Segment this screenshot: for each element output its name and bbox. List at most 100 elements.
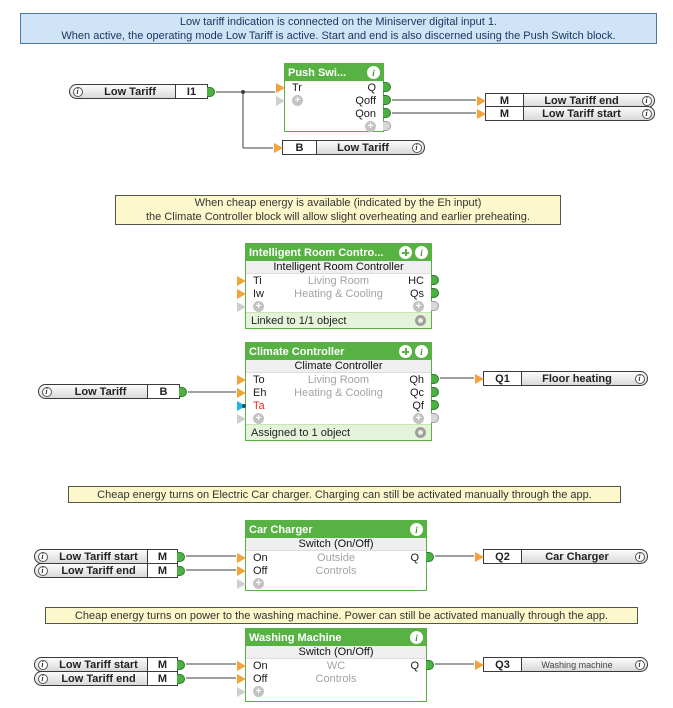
ref-port: M <box>147 564 177 577</box>
info-icon[interactable]: i <box>415 345 428 358</box>
info-icon[interactable]: i <box>35 658 50 671</box>
connector-input-tr[interactable] <box>276 83 285 93</box>
connector-output-qf[interactable] <box>431 400 439 410</box>
add-input-icon[interactable]: + <box>253 686 264 697</box>
connector-input-add[interactable] <box>237 301 246 312</box>
info-icon[interactable]: i <box>639 107 654 120</box>
ref-output-low-tariff-end[interactable]: M Low Tariff end i <box>477 93 655 108</box>
block-push-switch[interactable]: Push Swi... i Tr Q + Qoff Qon + <box>276 63 391 132</box>
comment-box-info[interactable]: Low tariff indication is connected on th… <box>20 13 657 44</box>
ref-input-low-tariff-b[interactable]: i Low Tariff B <box>38 384 187 399</box>
connector-input-orange[interactable] <box>475 660 484 670</box>
add-output-icon[interactable]: + <box>365 121 376 132</box>
connector-input-on[interactable] <box>237 552 246 563</box>
gear-icon[interactable] <box>415 315 426 326</box>
ref-output-q2-car-charger[interactable]: Q2 Car Charger i <box>475 549 648 564</box>
connector-output-qon[interactable] <box>383 108 391 118</box>
ref-input-low-tariff-end-car[interactable]: i Low Tariff end M <box>34 563 185 578</box>
connector-output-add[interactable] <box>383 121 391 131</box>
connector-input-off[interactable] <box>237 565 246 576</box>
block-footer[interactable]: Assigned to 1 object <box>246 424 431 440</box>
info-icon[interactable]: i <box>367 66 380 79</box>
add-output-icon[interactable]: + <box>413 413 424 424</box>
info-icon[interactable]: i <box>39 385 54 398</box>
ref-output-q1-floor-heating[interactable]: Q1 Floor heating i <box>475 371 648 386</box>
block-room-controller[interactable]: Intelligent Room Contro... i Intelligent… <box>237 243 439 329</box>
connector-output-qh[interactable] <box>431 374 439 384</box>
connector-input-orange[interactable] <box>477 109 486 119</box>
info-icon[interactable]: i <box>639 94 654 107</box>
connector-output-green[interactable] <box>177 566 185 576</box>
info-icon[interactable]: i <box>35 550 50 563</box>
info-icon[interactable]: i <box>632 372 647 385</box>
connector-output-qc[interactable] <box>431 387 439 397</box>
connector-input-orange[interactable] <box>477 96 486 106</box>
ref-memory-b-low-tariff[interactable]: B Low Tariff i <box>274 140 425 155</box>
info-icon[interactable]: i <box>410 523 423 536</box>
block-washing-machine[interactable]: Washing Machine i Switch (On/Off) On WC … <box>237 628 434 702</box>
info-icon[interactable]: i <box>35 672 50 685</box>
connector-input-off[interactable] <box>237 673 246 684</box>
block-header[interactable]: Intelligent Room Contro... i <box>246 244 431 261</box>
info-icon[interactable]: i <box>35 564 50 577</box>
connector-input-orange[interactable] <box>475 374 484 384</box>
comment-box-car[interactable]: Cheap energy turns on Electric Car charg… <box>68 486 621 503</box>
block-climate-controller[interactable]: Climate Controller i Climate Controller … <box>237 342 439 441</box>
connector-input-ta[interactable] <box>237 400 246 411</box>
connector-output-qoff[interactable] <box>383 95 391 105</box>
block-header[interactable]: Climate Controller i <box>246 343 431 360</box>
info-icon[interactable]: i <box>632 550 647 563</box>
connector-output-q[interactable] <box>426 660 434 670</box>
connector-output-add[interactable] <box>431 301 439 311</box>
add-input-icon[interactable]: + <box>253 413 264 424</box>
connector-output-green[interactable] <box>179 387 187 397</box>
connector-input-add[interactable] <box>237 578 246 589</box>
ref-input-low-tariff-i1[interactable]: i Low Tariff I1 <box>69 84 215 99</box>
info-icon[interactable]: i <box>632 658 647 671</box>
connector-output-add[interactable] <box>431 413 439 423</box>
connector-input-orange[interactable] <box>274 143 283 153</box>
connector-input-eh[interactable] <box>237 387 246 398</box>
comment-box-climate[interactable]: When cheap energy is available (indicate… <box>115 195 561 225</box>
connector-input-orange[interactable] <box>475 552 484 562</box>
connector-input-on[interactable] <box>237 660 246 671</box>
connector-output-green[interactable] <box>177 552 185 562</box>
connector-input-add[interactable] <box>237 686 246 697</box>
connector-output-green[interactable] <box>207 87 215 97</box>
connector-output-green[interactable] <box>177 674 185 684</box>
connector-output-q[interactable] <box>383 82 391 92</box>
connector-output-hc[interactable] <box>431 275 439 285</box>
block-header[interactable]: Push Swi... i <box>285 64 383 81</box>
visualization-icon[interactable] <box>399 246 412 259</box>
connector-output-qs[interactable] <box>431 288 439 298</box>
connector-input-iw[interactable] <box>237 288 246 299</box>
info-icon[interactable]: i <box>415 246 428 259</box>
comment-line: Cheap energy turns on Electric Car charg… <box>97 488 592 501</box>
ref-output-low-tariff-start[interactable]: M Low Tariff start i <box>477 106 655 121</box>
info-icon[interactable]: i <box>410 631 423 644</box>
comment-box-washing[interactable]: Cheap energy turns on power to the washi… <box>45 607 638 624</box>
ref-output-q3-washing-machine[interactable]: Q3 Washing machine i <box>475 657 648 672</box>
connector-input-add[interactable] <box>276 96 285 106</box>
info-icon[interactable]: i <box>70 85 85 98</box>
connector-input-to[interactable] <box>237 374 246 385</box>
ref-input-low-tariff-start-car[interactable]: i Low Tariff start M <box>34 549 185 564</box>
block-header[interactable]: Car Charger i <box>246 521 426 538</box>
add-output-icon[interactable]: + <box>413 301 424 312</box>
add-input-icon[interactable]: + <box>292 95 303 106</box>
ref-input-low-tariff-end-wash[interactable]: i Low Tariff end M <box>34 671 185 686</box>
connector-output-q[interactable] <box>426 552 434 562</box>
visualization-icon[interactable] <box>399 345 412 358</box>
ref-input-low-tariff-start-wash[interactable]: i Low Tariff start M <box>34 657 185 672</box>
block-header[interactable]: Washing Machine i <box>246 629 426 646</box>
block-footer[interactable]: Linked to 1/1 object <box>246 312 431 328</box>
block-row: Off Controls <box>246 564 426 577</box>
add-input-icon[interactable]: + <box>253 578 264 589</box>
add-input-icon[interactable]: + <box>253 301 264 312</box>
connector-input-ti[interactable] <box>237 275 246 286</box>
info-icon[interactable]: i <box>409 141 424 154</box>
connector-output-green[interactable] <box>177 660 185 670</box>
block-car-charger[interactable]: Car Charger i Switch (On/Off) On Outside… <box>237 520 434 591</box>
connector-input-add[interactable] <box>237 413 246 424</box>
gear-icon[interactable] <box>415 427 426 438</box>
